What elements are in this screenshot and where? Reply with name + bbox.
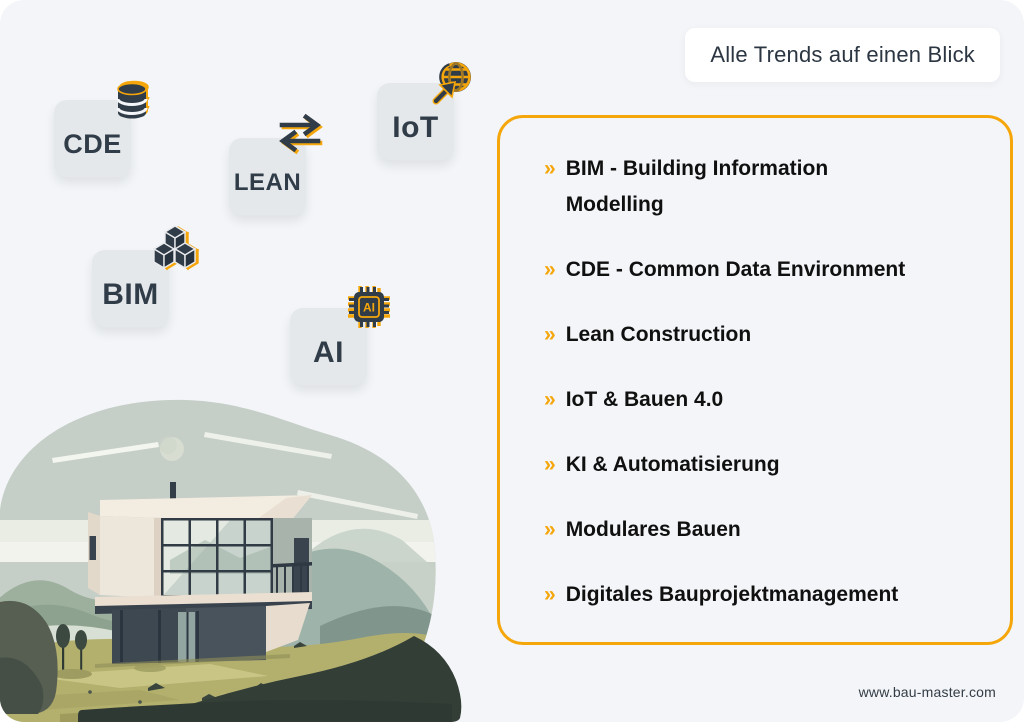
database-icon [116,82,148,119]
tile-ai: AI AI [290,286,390,385]
chevron-bullet: » [544,518,556,541]
tile-bim-label: BIM [102,277,159,311]
trend-label: BIM - Building Information Modelling [565,157,829,216]
website-url: www.bau-master.com [858,684,996,700]
trends-list: » BIM - Building Information Modelling »… [544,151,982,613]
trend-item: » Lean Construction [544,317,982,353]
trees [52,624,166,679]
chevron-bullet: » [544,583,556,606]
trend-item: » CDE - Common Data Environment [544,252,982,288]
cubes-icon [153,225,196,269]
globe-cursor-icon [432,62,471,105]
trend-item: » IoT & Bauen 4.0 [544,382,982,418]
chevron-bullet: » [544,453,556,476]
chevron-bullet: » [544,323,556,346]
trend-label: Modulares Bauen [565,518,741,541]
ai-chip-text: AI [363,301,375,315]
ai-chip-icon: AI [348,286,390,328]
modern-house [88,482,312,668]
title-badge: Alle Trends auf einen Blick [685,28,1000,82]
title-text: Alle Trends auf einen Blick [710,42,975,67]
tile-lean-label: LEAN [233,168,302,196]
chevron-bullet: » [544,157,556,180]
trend-label: KI & Automatisierung [565,453,780,476]
chevron-bullet: » [544,388,556,411]
house-illustration [0,399,462,722]
trend-label: Lean Construction [565,323,752,346]
trend-item: » KI & Automatisierung [544,447,982,483]
foreground [0,600,462,722]
chevron-bullet: » [544,258,556,281]
trend-item: » Digitales Bauprojektmanagement [544,577,982,613]
tile-cde-label: CDE [63,129,122,159]
dark-hill [140,636,462,722]
trend-label: CDE - Common Data Environment [565,258,906,281]
sync-arrows-icon [279,114,321,153]
tile-ai-label: AI [313,335,344,369]
trend-label: Digitales Bauprojektmanagement [565,583,899,606]
tile-lean: LEAN [229,114,321,215]
tile-iot-label: IoT [392,110,439,144]
bottom-strip [78,700,452,722]
trends-box: » BIM - Building Information Modelling »… [497,115,1013,645]
tile-cde: CDE [54,82,148,177]
trend-item: » Modulares Bauen [544,512,982,548]
tile-bim: BIM [92,225,196,327]
tile-iot: IoT [377,62,471,160]
trend-label: IoT & Bauen 4.0 [565,388,724,411]
trend-item: » BIM - Building Information Modelling [544,151,982,223]
